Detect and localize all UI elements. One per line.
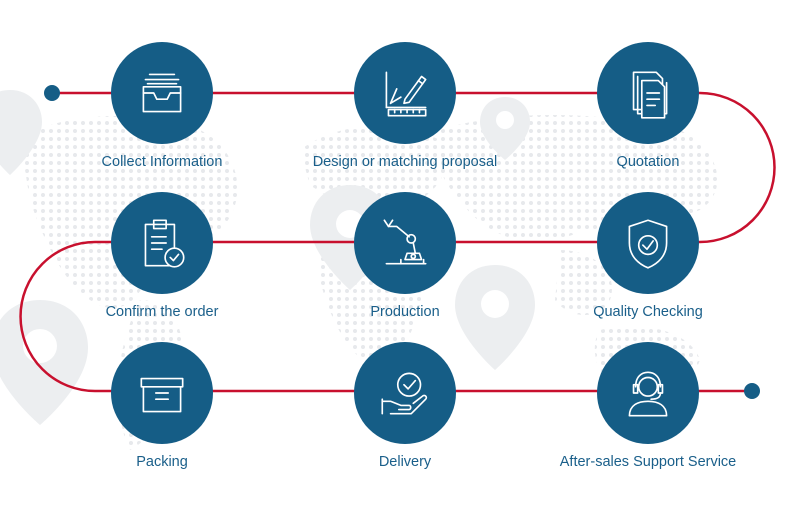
- documents-icon: [632, 71, 668, 119]
- headset-agent-icon: [628, 371, 668, 417]
- step-circle: [111, 342, 213, 444]
- step-delivery: Delivery: [285, 342, 525, 470]
- step-after-sales-support: After-sales Support Service: [528, 342, 768, 470]
- step-label: Confirm the order: [105, 304, 219, 320]
- step-confirm-order: Confirm the order: [42, 192, 282, 320]
- step-production: Production: [285, 192, 525, 320]
- start-dot: [44, 85, 60, 101]
- step-label: Delivery: [378, 454, 432, 470]
- step-circle: [597, 42, 699, 144]
- step-quotation: Quotation: [528, 42, 768, 170]
- step-circle: [111, 192, 213, 294]
- end-dot: [744, 383, 760, 399]
- step-label: Quotation: [616, 154, 680, 170]
- shield-check-icon: [628, 219, 668, 269]
- step-packing: Packing: [42, 342, 282, 470]
- tray-icon: [142, 73, 182, 113]
- step-collect-information: Collect Information: [42, 42, 282, 170]
- step-label: Design or matching proposal: [312, 154, 498, 170]
- step-circle: [597, 192, 699, 294]
- step-label: Production: [370, 304, 440, 320]
- step-circle: [111, 42, 213, 144]
- step-quality-checking: Quality Checking: [528, 192, 768, 320]
- step-label: Collect Information: [101, 154, 223, 170]
- step-label: Packing: [136, 454, 188, 470]
- box-icon: [140, 377, 184, 413]
- step-design-proposal: Design or matching proposal: [285, 42, 525, 170]
- step-circle: [354, 192, 456, 294]
- step-label: After-sales Support Service: [559, 454, 737, 470]
- step-circle: [597, 342, 699, 444]
- clipboard-check-icon: [144, 219, 185, 268]
- design-ruler-pen-icon: [385, 71, 427, 117]
- step-circle: [354, 342, 456, 444]
- robot-arm-icon: [383, 219, 427, 265]
- hand-check-icon: [381, 372, 428, 415]
- step-circle: [354, 42, 456, 144]
- step-label: Quality Checking: [593, 304, 703, 320]
